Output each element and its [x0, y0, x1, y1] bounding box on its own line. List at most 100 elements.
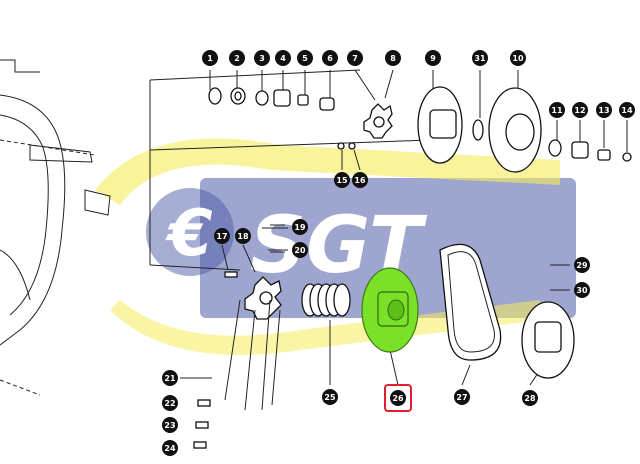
part-label-6[interactable]: 6 [322, 50, 338, 66]
watermark-euro-circle [146, 188, 234, 276]
part-pulley-26-highlighted[interactable] [361, 267, 419, 353]
part-pins-19-20 [270, 224, 285, 253]
label-badge [162, 440, 178, 456]
label-stem [353, 149, 361, 171]
label-text: 23 [164, 421, 175, 430]
label-badge [254, 50, 270, 66]
label-text: 19 [294, 223, 306, 232]
watermark-wheat-arc-bottom [110, 300, 540, 355]
part-label-3[interactable]: 3 [254, 50, 270, 66]
part-label-12[interactable]: 12 [572, 102, 588, 118]
part-label-20[interactable]: 20 [292, 242, 308, 258]
part-label-26-highlighted[interactable]: 26 [384, 384, 412, 412]
label-badge [162, 370, 178, 386]
label-badge [549, 102, 565, 118]
part-label-2[interactable]: 2 [229, 50, 245, 66]
label-badge [235, 228, 251, 244]
label-badge [229, 50, 245, 66]
part-ring-3 [255, 90, 269, 106]
part-label-18[interactable]: 18 [235, 228, 251, 244]
machine-frame-sketch [0, 59, 111, 396]
part-label-11[interactable]: 11 [549, 102, 565, 118]
label-badge [596, 102, 612, 118]
part-label-28[interactable]: 28 [522, 390, 538, 406]
label-badge [202, 50, 218, 66]
label-text: 10 [512, 54, 524, 63]
label-badge [574, 257, 590, 273]
label-stem [389, 349, 399, 386]
part-label-21[interactable]: 21 [162, 370, 178, 386]
guide-line [149, 139, 431, 151]
part-label-1[interactable]: 1 [202, 50, 218, 66]
label-badge [472, 50, 488, 66]
label-badge [162, 395, 178, 411]
part-chain-21 [224, 299, 281, 411]
label-text: 16 [354, 176, 366, 185]
part-spring-25 [301, 283, 351, 317]
part-label-9[interactable]: 9 [425, 50, 441, 66]
label-badge [292, 219, 308, 235]
part-key-17 [224, 271, 238, 278]
frame-corner-mark [0, 59, 40, 73]
label-text: 13 [598, 106, 609, 115]
label-text: 5 [302, 54, 308, 63]
label-text: 25 [324, 393, 336, 402]
label-text: 8 [390, 54, 396, 63]
label-badge [162, 417, 178, 433]
part-label-19[interactable]: 19 [292, 219, 308, 235]
label-text: 21 [164, 374, 176, 383]
label-badge [334, 172, 350, 188]
part-label-31[interactable]: 31 [472, 50, 488, 66]
label-stem [461, 364, 471, 386]
part-label-25[interactable]: 25 [322, 389, 338, 405]
frame-curve-inner [0, 114, 49, 316]
label-badge [390, 390, 406, 406]
label-stem [242, 244, 256, 273]
frame-dash-low [0, 379, 41, 396]
label-stem [221, 244, 229, 271]
label-badge [322, 389, 338, 405]
label-text: 22 [164, 399, 175, 408]
label-text: 24 [164, 444, 176, 453]
label-badge [572, 102, 588, 118]
part-cap-14 [622, 152, 632, 162]
label-text: 2 [234, 54, 240, 63]
label-text: 7 [352, 54, 358, 63]
part-label-27[interactable]: 27 [454, 389, 470, 405]
part-link-24 [193, 441, 207, 449]
watermark-euro-symbol: € [165, 197, 213, 271]
leader-lines [149, 69, 628, 386]
parts-lower-section [193, 224, 575, 449]
part-label-8[interactable]: 8 [385, 50, 401, 66]
part-label-24[interactable]: 24 [162, 440, 178, 456]
part-label-13[interactable]: 13 [596, 102, 612, 118]
part-pin-15 [337, 142, 345, 150]
part-link-23 [195, 421, 209, 429]
part-label-15[interactable]: 15 [334, 172, 350, 188]
label-text: 28 [524, 394, 536, 403]
label-badge [275, 50, 291, 66]
part-label-10[interactable]: 10 [510, 50, 526, 66]
label-text: 15 [336, 176, 348, 185]
label-text: 18 [237, 232, 249, 241]
part-label-5[interactable]: 5 [297, 50, 313, 66]
frame-dash [0, 139, 96, 156]
label-text: 6 [327, 54, 333, 63]
part-pulley-10-hub [505, 113, 535, 151]
label-badge [322, 50, 338, 66]
part-label-29[interactable]: 29 [574, 257, 590, 273]
part-label-30[interactable]: 30 [574, 282, 590, 298]
label-text: 29 [576, 261, 588, 270]
shaft-left [29, 144, 93, 163]
part-label-7[interactable]: 7 [347, 50, 363, 66]
part-belt-27 [439, 243, 502, 361]
part-label-16[interactable]: 16 [352, 172, 368, 188]
part-sprocket-8-hub [373, 116, 385, 128]
part-label-14[interactable]: 14 [619, 102, 635, 118]
part-label-17[interactable]: 17 [214, 228, 230, 244]
bracket-left [84, 189, 111, 216]
part-label-22[interactable]: 22 [162, 395, 178, 411]
part-label-23[interactable]: 23 [162, 417, 178, 433]
part-label-4[interactable]: 4 [275, 50, 291, 66]
label-text: 27 [456, 393, 467, 402]
